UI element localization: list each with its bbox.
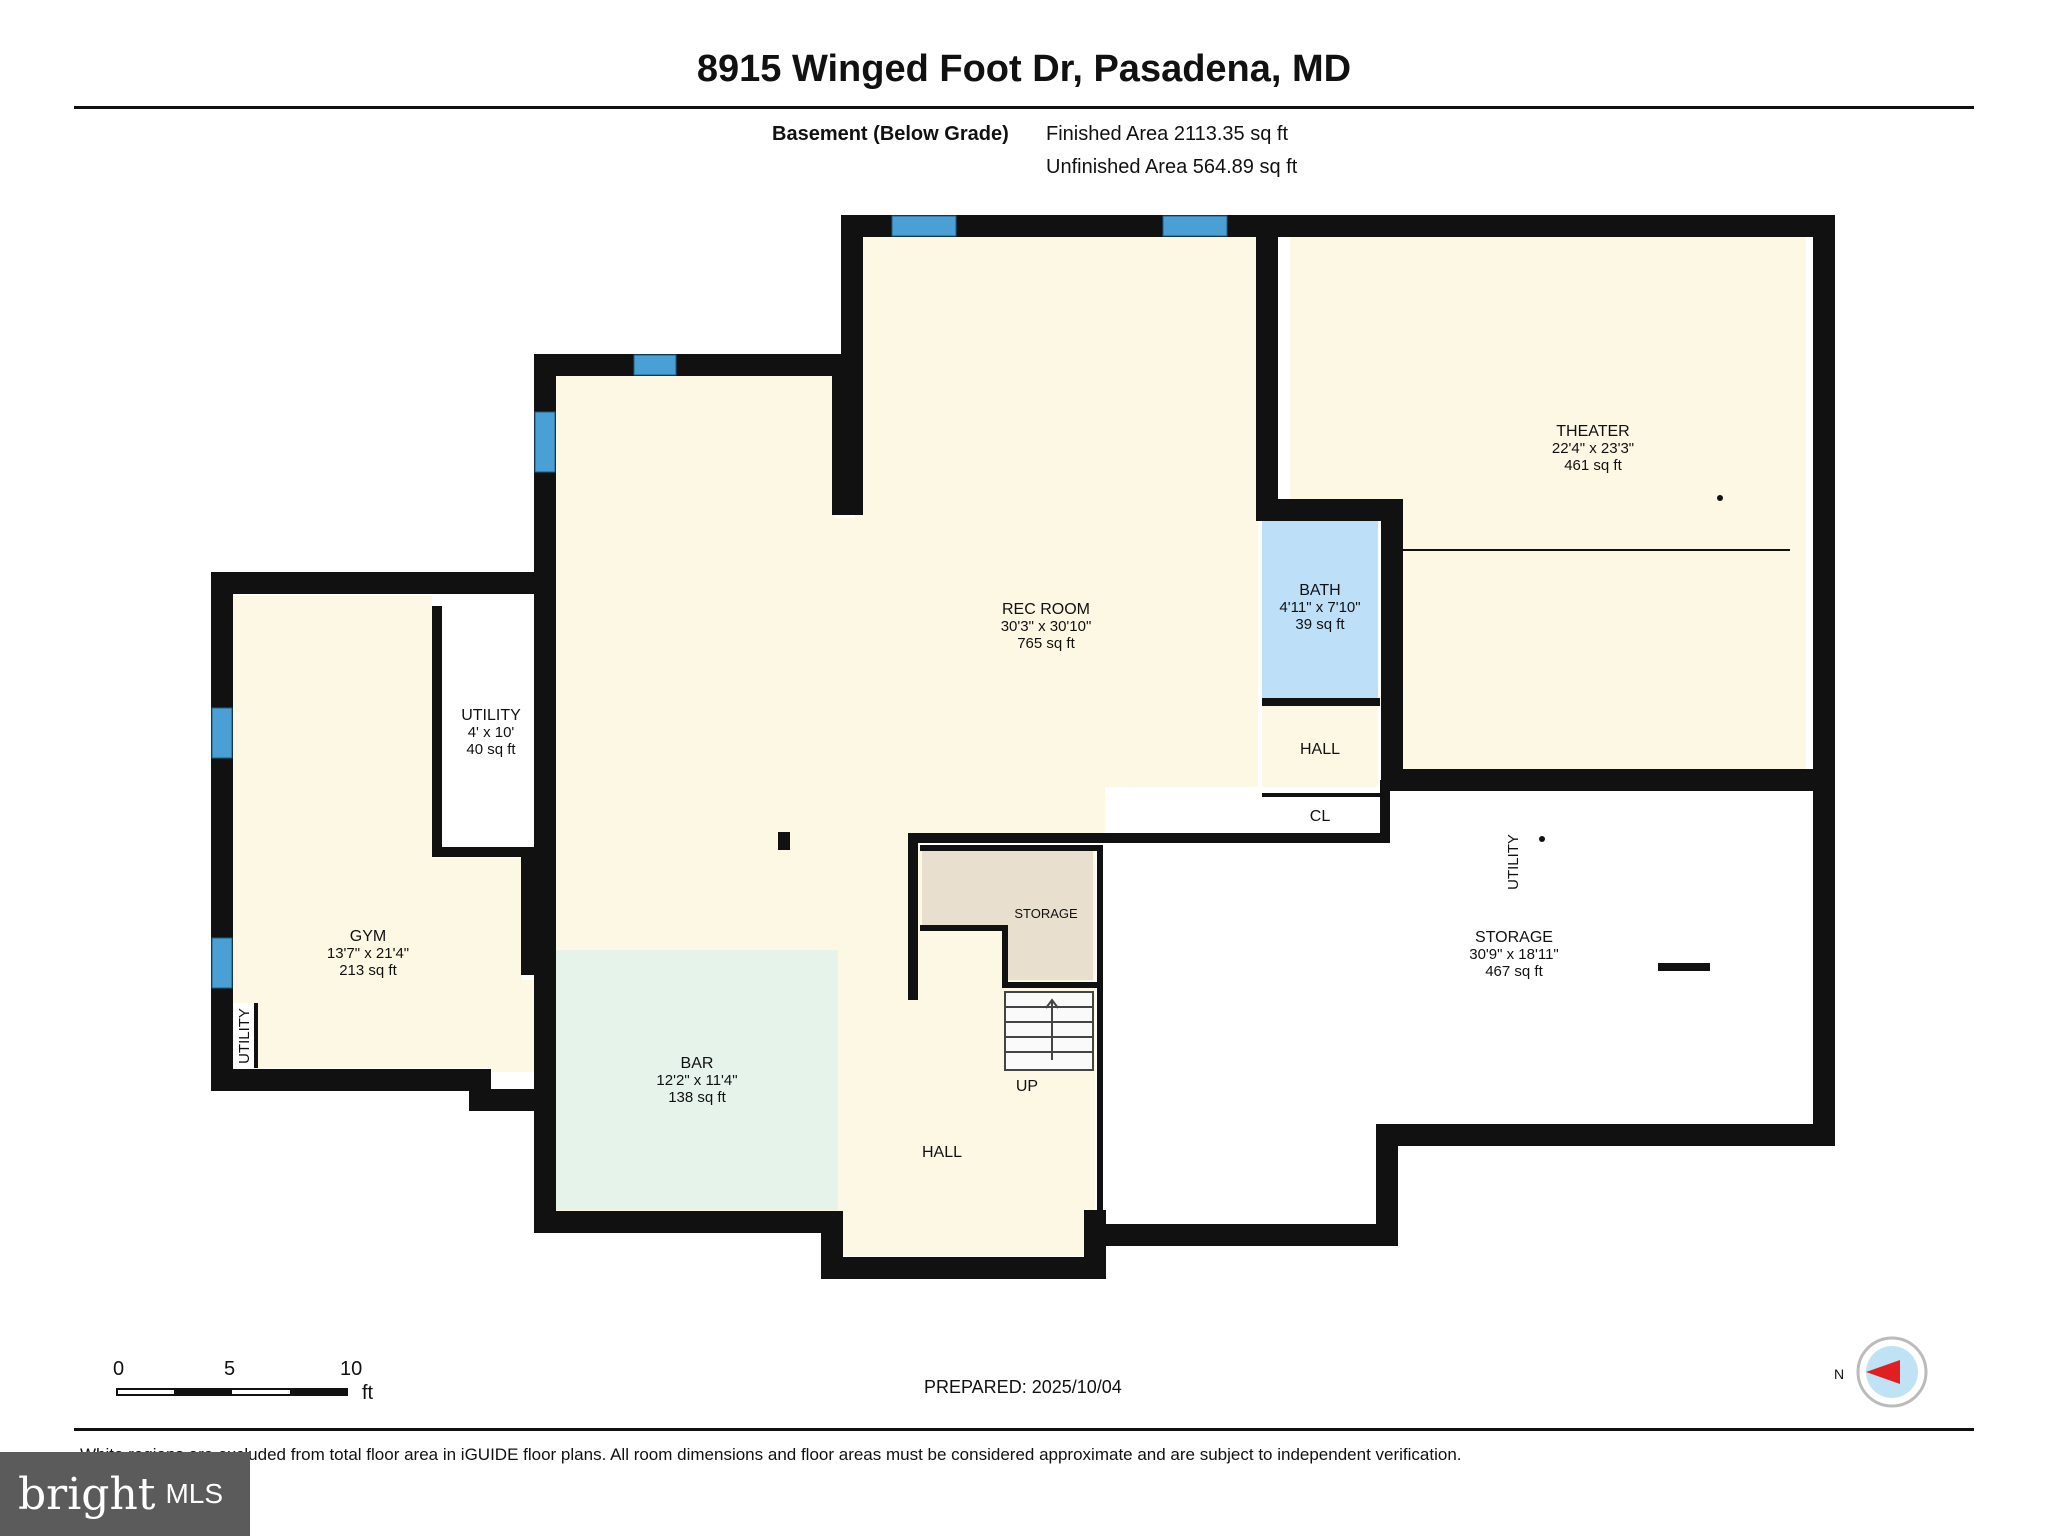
markers (778, 495, 1723, 971)
wall-outer-top (841, 215, 1835, 1246)
storage-small-name: STORAGE (1014, 906, 1078, 921)
closet-name: CL (1310, 808, 1331, 825)
scale-unit: ft (362, 1382, 374, 1404)
utility-small-name: UTILITY (236, 1008, 253, 1064)
theater-fill (1290, 233, 1806, 775)
point-storage (1539, 836, 1545, 842)
inner-walls (254, 233, 1818, 1225)
wall-rec-lower (908, 780, 1390, 1000)
bar-name: BAR (681, 1055, 714, 1072)
theater-area: 461 sq ft (1564, 457, 1622, 474)
finished-area: Finished Area 2113.35 sq ft (1046, 123, 1289, 145)
header-divider (74, 106, 1974, 109)
gym-area: 213 sq ft (339, 962, 397, 979)
bath-dims: 4'11" x 7'10" (1279, 599, 1360, 616)
logo-word: bright (18, 1468, 156, 1520)
column-rec (778, 832, 790, 850)
window-rec-top-3 (633, 354, 677, 376)
rec-room-dims: 30'3" x 30'10" (1001, 618, 1092, 635)
window-rec-left (534, 411, 556, 473)
gym-fill (233, 596, 548, 1072)
window-gym-1 (211, 707, 233, 759)
page-title: 8915 Winged Foot Dr, Pasadena, MD (696, 48, 1352, 90)
footer-divider (74, 1428, 1974, 1431)
unfinished-area: Unfinished Area 564.89 sq ft (1046, 156, 1298, 178)
disclaimer-text: White regions are excluded from total fl… (80, 1445, 1462, 1464)
window-gym-2 (211, 937, 233, 989)
bar-fill (556, 950, 838, 1210)
scale-tick-0: 0 (113, 1358, 125, 1380)
storage-large-fill (1105, 787, 1812, 1224)
theater-name: THEATER (1556, 423, 1629, 440)
window-rec-top-1 (891, 215, 957, 237)
hall-lower-name: HALL (922, 1144, 962, 1161)
bar-dims: 12'2" x 11'4" (656, 1072, 737, 1089)
room-labels: REC ROOM 30'3" x 30'10" 765 sq ft THEATE… (236, 423, 1634, 1161)
scale-tick-5: 5 (224, 1358, 236, 1380)
utility-mid-dims: 4' x 10' (468, 724, 515, 741)
wall-gym-utility (432, 606, 536, 857)
scale-tick-10: 10 (340, 1358, 363, 1380)
storage-large-area: 467 sq ft (1485, 963, 1543, 980)
floor-label: Basement (Below Grade) (772, 123, 1009, 145)
wall-gym-outer (211, 572, 545, 1111)
rec-room-name: REC ROOM (1002, 601, 1090, 618)
bath-area: 39 sq ft (1295, 616, 1345, 633)
scale-bar: 0 5 10 ft (112, 1358, 392, 1408)
utility-small-fill (233, 1003, 256, 1068)
beam-storage (1658, 963, 1710, 971)
windows (211, 215, 1228, 989)
hall-upper-fill (1262, 706, 1378, 794)
gym-name: GYM (350, 928, 386, 945)
storage-large-name: STORAGE (1475, 929, 1553, 946)
stairs-label: UP (1016, 1078, 1038, 1095)
bath-fill (1262, 517, 1378, 699)
wall-storage-small (920, 845, 1103, 988)
bath-name: BATH (1299, 582, 1340, 599)
prepared-date: PREPARED: 2025/10/04 (924, 1377, 1122, 1397)
hall-upper-name: HALL (1300, 741, 1340, 758)
theater-dims: 22'4" x 23'3" (1552, 440, 1634, 457)
window-rec-top-2 (1162, 215, 1228, 237)
compass-label: N (1834, 1366, 1845, 1382)
bar-area: 138 sq ft (668, 1089, 726, 1106)
bright-mls-logo: bright MLS (0, 1452, 250, 1536)
walls (211, 215, 1835, 1279)
storage-large-dims: 30'9" x 18'11" (1469, 946, 1559, 963)
gym-dims: 13'7" x 21'4" (327, 945, 409, 962)
compass-icon (1856, 1336, 1928, 1408)
utility-mid-area: 40 sq ft (466, 741, 516, 758)
wall-bar-bottom (534, 980, 1106, 1279)
stairs (1004, 991, 1094, 1071)
rec-room-area: 765 sq ft (1017, 635, 1075, 652)
logo-mls: MLS (165, 1478, 224, 1509)
point-theater (1717, 495, 1723, 501)
utility-mid-fill (446, 614, 538, 846)
utility-mid-name: UTILITY (461, 707, 521, 724)
utility-vertical-name: UTILITY (1505, 834, 1522, 890)
storage-small-fill (922, 848, 1093, 980)
wall-rec-theater (1256, 233, 1818, 791)
